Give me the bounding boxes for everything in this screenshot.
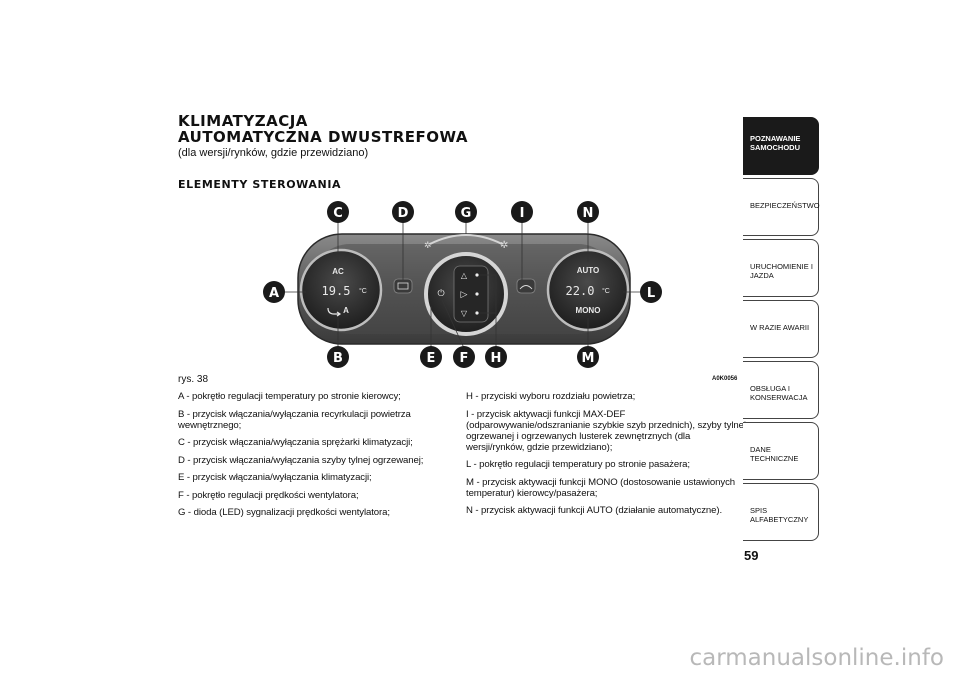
legend-item: L - pokrętło regulacji temperatury po st… bbox=[466, 459, 690, 470]
airflow-feet-icon[interactable]: ▽ bbox=[461, 309, 468, 318]
legend-item: M - przycisk aktywacji funkcji MONO (dos… bbox=[466, 476, 736, 499]
tab-dane-techniczne[interactable]: DANE TECHNICZNE bbox=[743, 422, 819, 480]
page-number: 59 bbox=[744, 548, 759, 563]
max-def-icon bbox=[519, 285, 533, 290]
legend-left: A - pokrętło regulacji temperatury po st… bbox=[178, 391, 446, 525]
power-icon[interactable]: ⏻ bbox=[437, 288, 444, 298]
callout-h: H bbox=[491, 351, 502, 366]
callout-c: C bbox=[333, 206, 343, 221]
max-def-button[interactable] bbox=[516, 278, 536, 294]
rear-defrost-icon bbox=[397, 282, 409, 290]
legend-item: C - przycisk włączania/wyłączania spręża… bbox=[178, 437, 413, 448]
legend-item: B - przycisk włączania/wyłączania recyrk… bbox=[178, 408, 411, 431]
callout-m: M bbox=[582, 351, 595, 366]
tab-obsluga-i-konserwacja[interactable]: OBSŁUGA I KONSERWACJA bbox=[743, 361, 819, 419]
recirculation-icon[interactable] bbox=[327, 307, 342, 317]
left-temp-unit: °C bbox=[359, 287, 367, 295]
callout-g: G bbox=[461, 206, 472, 221]
mono-label[interactable]: MONO bbox=[576, 306, 601, 315]
led-feet bbox=[475, 311, 479, 315]
callout-b: B bbox=[333, 351, 343, 366]
airflow-face-icon[interactable]: ▷ bbox=[461, 289, 468, 299]
ac-label[interactable]: AC bbox=[332, 267, 344, 276]
title-line-1: KLIMATYZACJA bbox=[178, 112, 308, 130]
recirc-a-label[interactable]: A bbox=[343, 306, 349, 315]
climate-control-figure: AC 19.5 °C A AUTO 22.0 °C MONO ✲ ✲ △ ▷ ▽… bbox=[263, 201, 662, 368]
right-temp-display: 22.0 bbox=[566, 284, 595, 298]
legend-right: H - przyciski wyboru rozdziału powietrza… bbox=[466, 391, 750, 523]
subtitle: (dla wersji/rynków, gdzie przewidziano) bbox=[178, 147, 369, 159]
fan-large-icon: ✲ bbox=[500, 240, 508, 251]
callout-e: E bbox=[427, 351, 436, 366]
auto-label[interactable]: AUTO bbox=[577, 266, 600, 275]
rear-defrost-button[interactable] bbox=[393, 278, 413, 294]
section-title: ELEMENTY STEROWANIA bbox=[178, 178, 342, 191]
fan-led-arc bbox=[429, 234, 503, 245]
tab-spis-alfabetyczny[interactable]: SPIS ALFABETYCZNY bbox=[743, 483, 819, 541]
figure-caption: rys. 38 bbox=[178, 374, 209, 385]
callout-n: N bbox=[583, 206, 594, 221]
led-up bbox=[475, 273, 479, 277]
tab-uruchomienie-i-jazda[interactable]: URUCHOMIENIE I JAZDA bbox=[743, 239, 819, 297]
airflow-up-icon[interactable]: △ bbox=[461, 271, 468, 280]
legend-item: N - przycisk aktywacji funkcji AUTO (dzi… bbox=[466, 505, 723, 516]
tab-w-razie-awarii[interactable]: W RAZIE AWARII bbox=[743, 300, 819, 358]
fan-small-icon: ✲ bbox=[424, 240, 432, 250]
tab-poznawanie-samochodu[interactable]: POZNAWANIE SAMOCHODU bbox=[743, 117, 819, 175]
tab-bezpieczenstwo[interactable]: BEZPIECZEŃSTWO bbox=[743, 178, 820, 236]
callout-i: I bbox=[520, 206, 525, 221]
legend-item: G - dioda (LED) sygnalizacji prędkości w… bbox=[178, 507, 390, 518]
legend-item: A - pokrętło regulacji temperatury po st… bbox=[178, 391, 401, 402]
legend-item: H - przyciski wyboru rozdziału powietrza… bbox=[466, 391, 636, 402]
callout-d: D bbox=[398, 206, 409, 221]
legend-item: E - przycisk włączania/wyłączania klimat… bbox=[178, 472, 372, 483]
legend-item: F - pokrętło regulacji prędkości wentyla… bbox=[178, 489, 359, 501]
air-distribution-buttons bbox=[453, 265, 489, 323]
title-line-2: AUTOMATYCZNA DWUSTREFOWA bbox=[178, 128, 468, 146]
led-face bbox=[475, 292, 479, 296]
callout-l: L bbox=[647, 286, 655, 301]
callout-badges bbox=[263, 201, 662, 368]
watermark: carmanualsonline.info bbox=[689, 645, 944, 671]
legend-item: D - przycisk włączania/wyłączania szyby … bbox=[178, 454, 424, 466]
page-title: KLIMATYZACJA AUTOMATYCZNA DWUSTREFOWA bbox=[178, 113, 468, 145]
chapter-tabs: POZNAWANIE SAMOCHODU BEZPIECZEŃSTWO URUC… bbox=[743, 117, 820, 544]
legend-item: I - przycisk aktywacji funkcji MAX-DEF (… bbox=[466, 408, 746, 453]
figure-code: A0K0056 bbox=[712, 376, 738, 382]
callout-f: F bbox=[460, 351, 469, 366]
left-temp-knob[interactable] bbox=[299, 248, 383, 332]
right-temp-unit: °C bbox=[602, 287, 610, 295]
left-temp-display: 19.5 bbox=[322, 284, 351, 298]
callout-lines bbox=[282, 222, 648, 349]
callout-a: A bbox=[269, 286, 279, 301]
